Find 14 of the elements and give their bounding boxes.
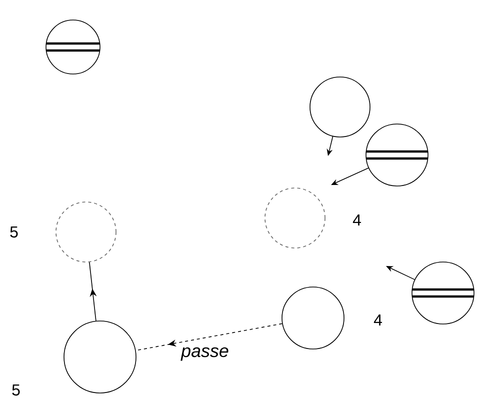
position-circle <box>264 188 326 248</box>
arrow <box>135 323 283 351</box>
position-circle <box>56 202 116 262</box>
player-circle <box>310 76 370 138</box>
player-circle <box>46 20 100 74</box>
number-label: 4 <box>374 314 382 326</box>
player-circle <box>64 320 136 394</box>
player-circle <box>282 286 344 350</box>
number-label: 4 <box>352 214 361 226</box>
number-label: 5 <box>12 384 20 396</box>
player-circle <box>366 124 428 186</box>
edge-label: passe <box>180 346 230 362</box>
player-circle <box>412 262 474 324</box>
number-label: 5 <box>10 226 18 238</box>
